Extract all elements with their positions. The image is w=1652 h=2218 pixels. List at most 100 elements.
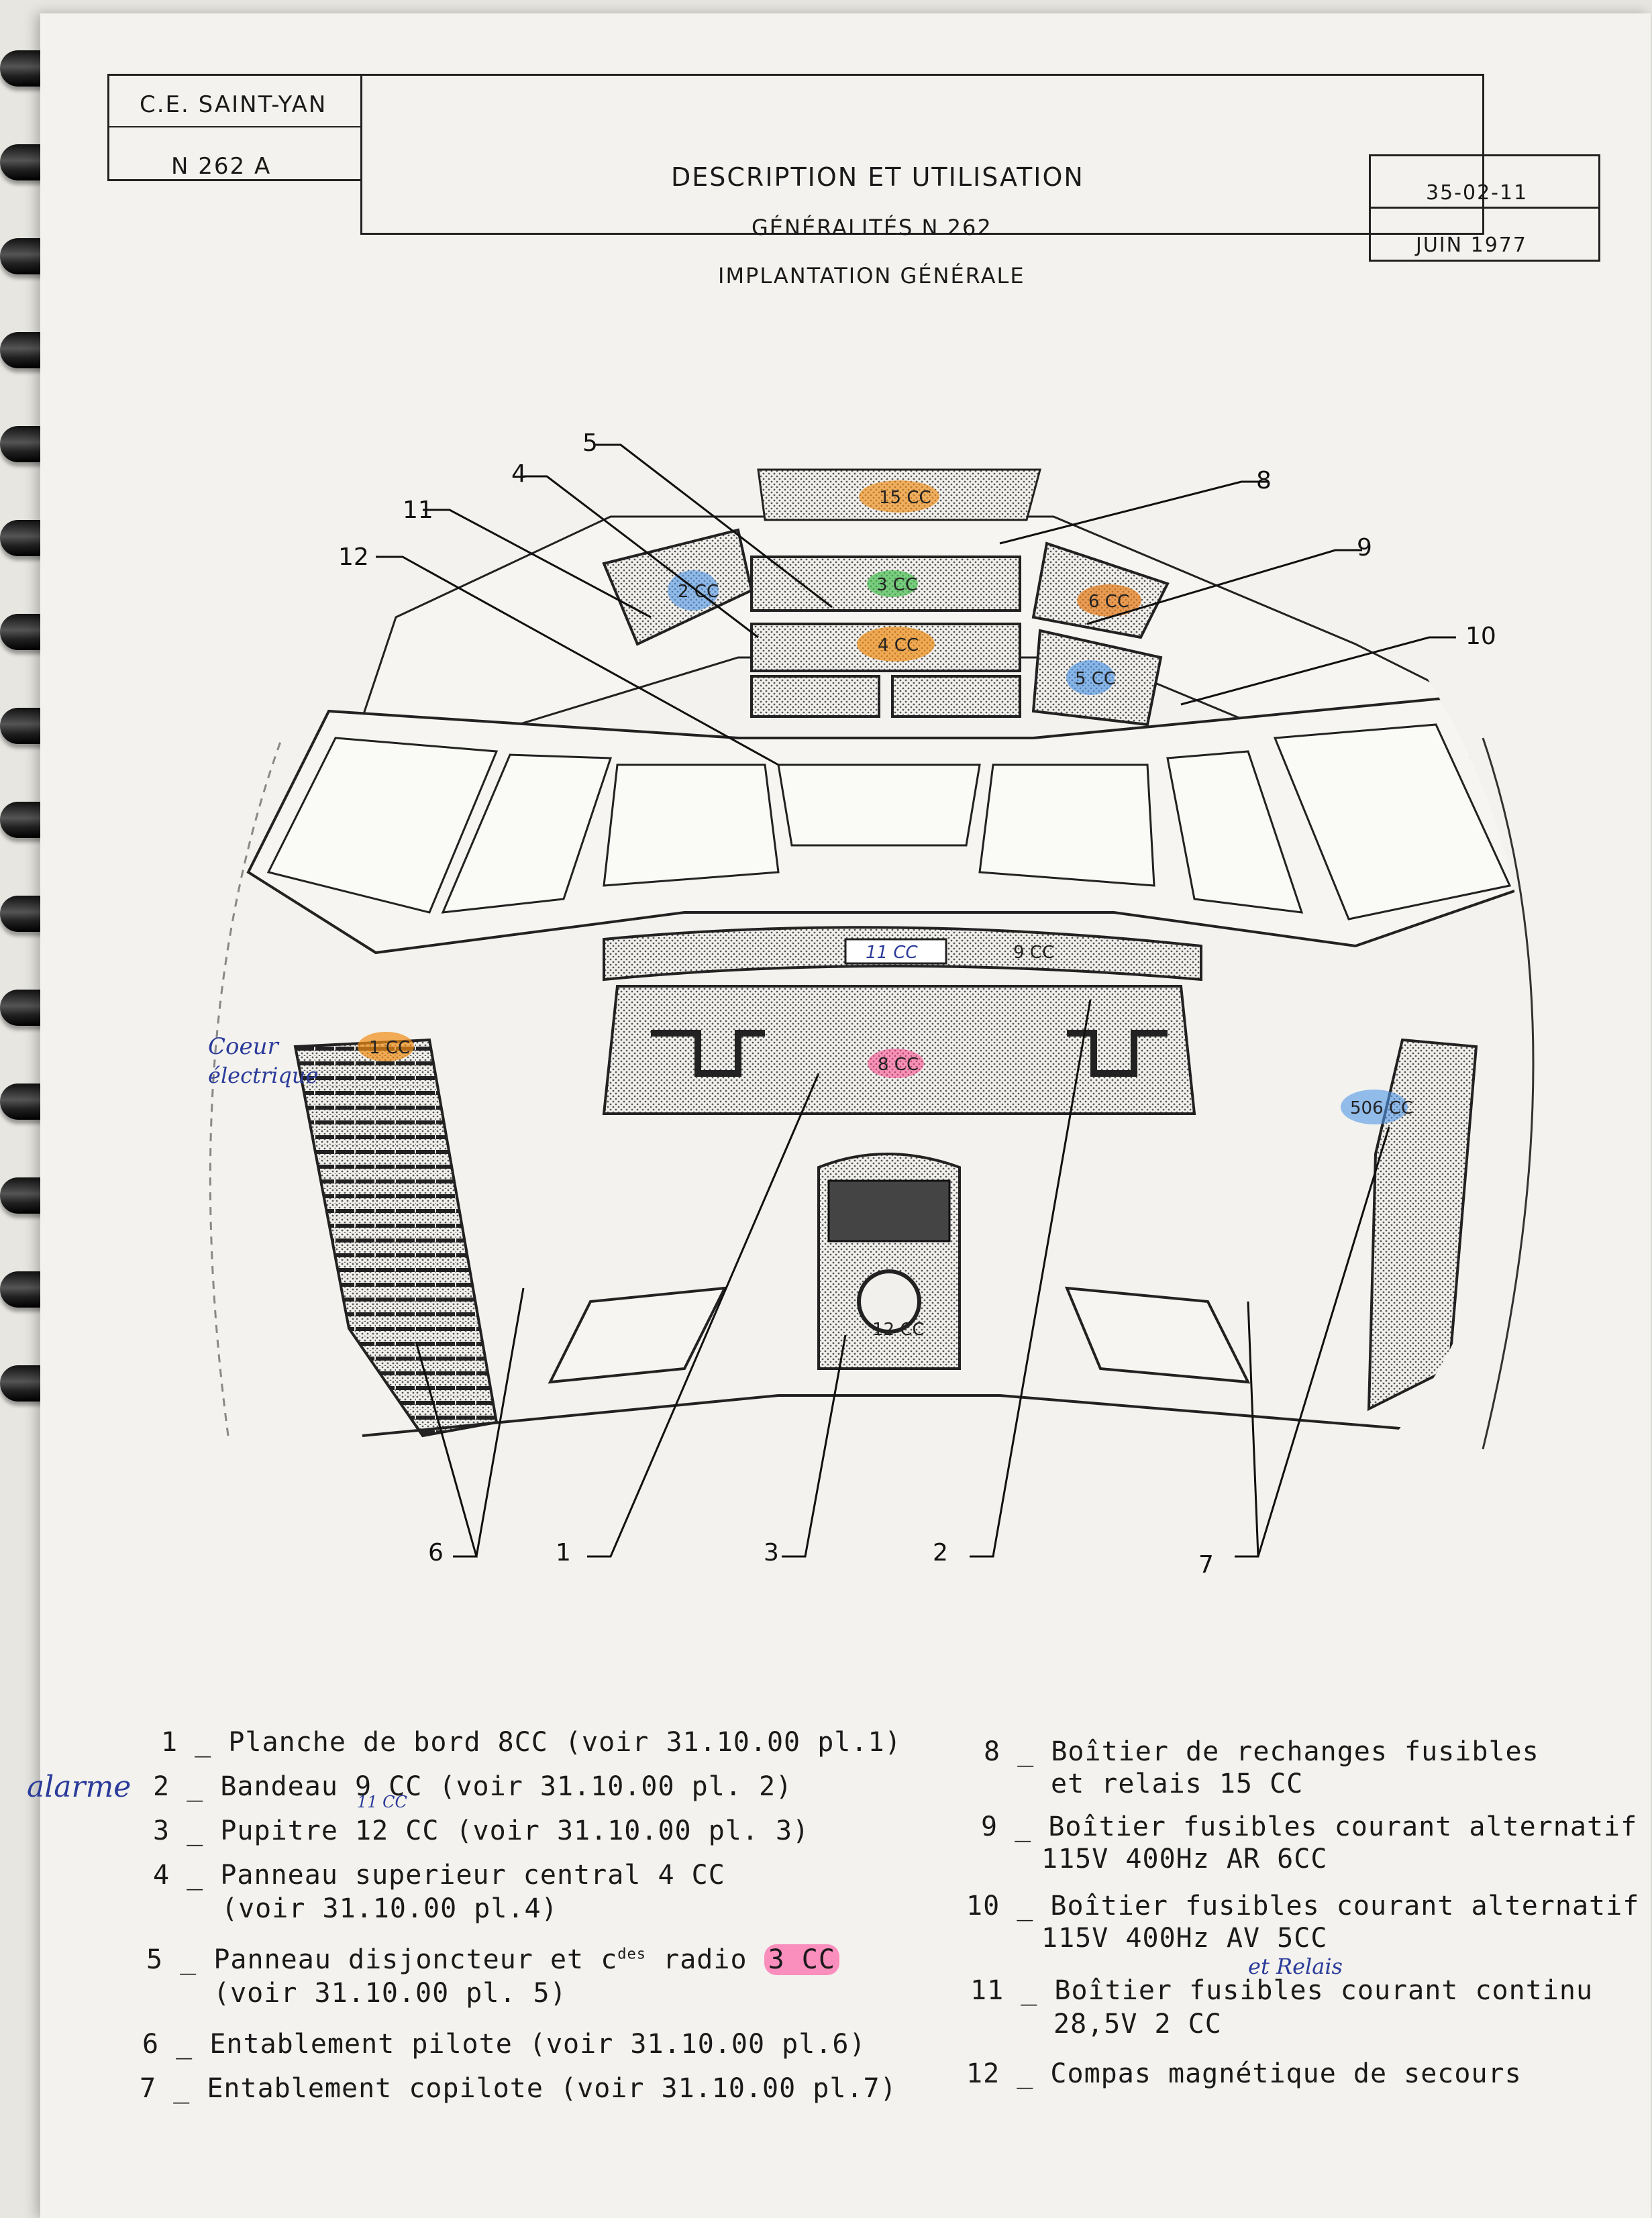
highlight-orange	[859, 480, 939, 513]
highlight-green	[867, 570, 918, 597]
callout-number: 3	[764, 1539, 779, 1567]
panel-mark: 11 CC	[866, 943, 919, 963]
aircraft-model: N 262 A	[171, 153, 272, 180]
panel-4-right	[891, 675, 1021, 718]
legend-item-5-ref: (voir 31.10.00 pl. 5)	[213, 1978, 567, 2009]
legend-item-4: 4 _ Panneau superieur central 4 CC	[153, 1860, 725, 1891]
handwritten-note: alarme	[27, 1770, 132, 1804]
highlight-orange	[857, 627, 935, 662]
doc-date: JUIN 1977	[1416, 233, 1527, 257]
panel-mark: 12 CC	[872, 1320, 925, 1340]
legend-item-3: 3 _ Pupitre 12 CC (voir 31.10.00 pl. 3)	[153, 1815, 810, 1846]
doc-reference: 35-02-11	[1426, 181, 1529, 205]
leader-line-9	[1086, 549, 1362, 625]
throttle-quadrant	[827, 1179, 951, 1243]
callout-number: 5	[582, 429, 598, 457]
legend-item-8-detail: et relais 15 CC	[1051, 1768, 1304, 1799]
section-title: IMPLANTATION GÉNÉRALE	[718, 263, 1025, 288]
callout-number: 9	[1357, 534, 1372, 562]
copilot-rudder-pedals	[1064, 1286, 1251, 1384]
panel-mark: 506 CC	[1350, 1098, 1413, 1118]
panel-mark: 9 CC	[1013, 943, 1054, 963]
highlight-blue	[1341, 1090, 1408, 1124]
highlight-blue	[1066, 660, 1115, 695]
pilot-side-console	[293, 1038, 499, 1438]
doc-subtitle: GÉNÉRALITÉS N 262	[752, 215, 992, 240]
legend-value: 3 CC	[764, 1944, 839, 1975]
leader-line-8	[999, 480, 1268, 545]
pilot-rudder-pedals	[548, 1286, 727, 1384]
legend-item-9-detail: 115V 400Hz AR 6CC	[1041, 1844, 1328, 1874]
leader-line-3	[782, 1334, 847, 1558]
leader-line-12	[376, 556, 779, 766]
copilot-yoke	[1067, 1030, 1168, 1077]
doc-title: DESCRIPTION ET UTILISATION	[671, 162, 1084, 192]
callout-number: 1	[556, 1539, 571, 1567]
callout-number: 11	[403, 496, 433, 524]
window-right-1	[1273, 723, 1512, 920]
legend-text: (voir 31.10.00 pl. 2)	[422, 1771, 793, 1802]
title-block: C.E. SAINT-YAN N 262 A DESCRIPTION ET UT…	[107, 74, 1600, 288]
handwritten-note: 11 CC	[357, 1793, 407, 1811]
callout-number: 10	[1465, 623, 1496, 650]
annunciator-strip	[844, 938, 947, 965]
floor-line	[362, 1394, 1490, 1437]
legend-item-4-ref: (voir 31.10.00 pl.4)	[221, 1893, 558, 1924]
handwritten-note: électrique	[208, 1063, 319, 1088]
leader-line-11	[423, 509, 652, 619]
legend-item-1: 1 _ Planche de bord 8CC (voir 31.10.00 p…	[161, 1727, 902, 1758]
leader-line-6b	[475, 1287, 525, 1557]
title-cell	[360, 74, 1484, 235]
leader-line-2	[970, 999, 1092, 1558]
handwritten-note: Coeur	[208, 1033, 278, 1060]
legend-item-10-detail: 115V 400Hz AV 5CC	[1041, 1923, 1328, 1954]
legend-text: radio	[646, 1944, 764, 1975]
window-center-left	[603, 763, 780, 887]
leader-line-1	[587, 1073, 820, 1558]
org-name: C.E. SAINT-YAN	[140, 91, 327, 118]
highlight-orange	[1077, 584, 1141, 617]
leader-line-5	[594, 443, 833, 609]
copilot-side-console	[1367, 1038, 1478, 1412]
highlight-orange	[358, 1032, 414, 1061]
panel-mark: 3 CC	[876, 575, 917, 595]
date-cell	[1369, 207, 1600, 262]
pilot-yoke	[651, 1030, 765, 1077]
panel-mark: 4 CC	[878, 635, 919, 655]
leader-line-7a	[1235, 1126, 1390, 1558]
highlight-pink	[868, 1049, 924, 1078]
window-right-2	[1166, 750, 1304, 914]
window-center-right	[978, 763, 1155, 887]
legend-item-10: 10 _ Boîtier fusibles courant alternatif	[966, 1891, 1640, 1921]
vignette-edge-right	[1482, 737, 1535, 1450]
leader-line-7b	[1247, 1301, 1259, 1557]
callout-number: 8	[1256, 467, 1272, 494]
legend-item-5: 5 _ Panneau disjoncteur et cdes radio 3 …	[146, 1944, 839, 1975]
callout-number: 4	[511, 460, 527, 488]
panel-mark: 5 CC	[1075, 669, 1116, 689]
leader-line-4	[523, 475, 759, 639]
highlight-blue	[668, 570, 719, 611]
legend-item-11: 11 _ Boîtier fusibles courant continu	[970, 1975, 1594, 2006]
panel-mark: 15 CC	[879, 488, 931, 508]
legend-value: 9 CC	[354, 1771, 423, 1802]
legend-text: 5 _ Panneau disjoncteur et c	[146, 1944, 618, 1975]
legend-item-2: 2 _ Bandeau 9 CC (voir 31.10.00 pl. 2)	[153, 1771, 792, 1802]
legend-item-9: 9 _ Boîtier fusibles courant alternatif	[981, 1811, 1638, 1842]
handwritten-note: et Relais	[1248, 1954, 1343, 1979]
legend-item-7: 7 _ Entablement copilote (voir 31.10.00 …	[140, 2073, 897, 2104]
legend-item-11-detail: 28,5V 2 CC	[1053, 2009, 1222, 2040]
window-left-1	[266, 737, 499, 914]
window-left-2	[441, 753, 613, 914]
panel-4-left	[750, 675, 880, 718]
leader-line-10	[1180, 636, 1456, 706]
legend-text: 2 _ Bandeau	[153, 1771, 355, 1802]
legend-item-6: 6 _ Entablement pilote (voir 31.10.00 pl…	[142, 2029, 866, 2060]
callout-number: 6	[428, 1539, 444, 1567]
window-center	[777, 763, 981, 847]
legend-item-8: 8 _ Boîtier de rechanges fusibles	[984, 1736, 1539, 1767]
panel-mark: 1 CC	[369, 1038, 410, 1058]
legend-superscript: des	[617, 1946, 647, 1963]
callout-number: 12	[338, 543, 369, 571]
trim-wheel	[857, 1269, 921, 1334]
